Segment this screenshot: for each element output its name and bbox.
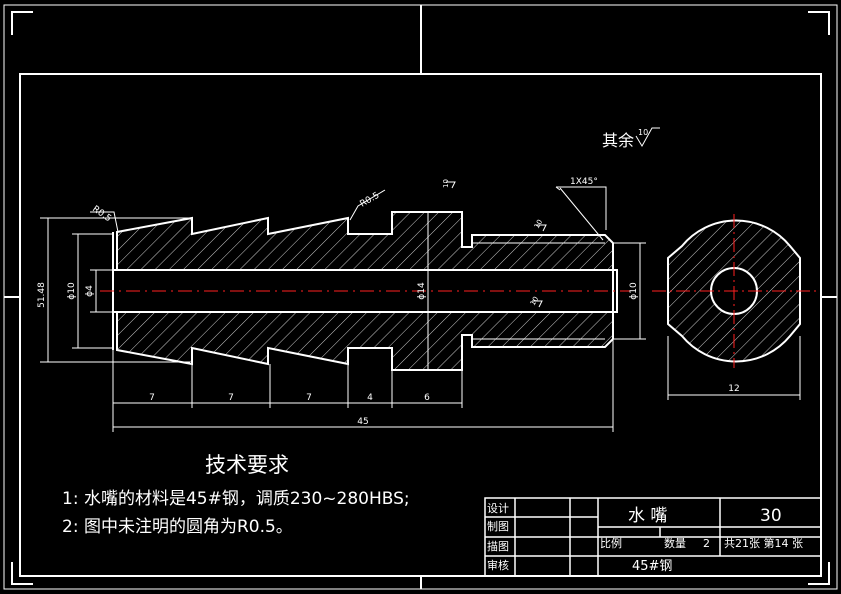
- dim-d-bore: ϕ4: [85, 285, 95, 297]
- dim-d-left-mid: ϕ10: [67, 282, 77, 300]
- roughness-symbol-icon: [635, 127, 660, 147]
- horizontal-dimensions: [112, 339, 614, 432]
- part-main-view: [112, 211, 618, 371]
- tb-design: 设计: [487, 502, 509, 515]
- dim-d-left-outer: 51.48: [37, 282, 47, 308]
- tb-tracing: 描图: [487, 539, 509, 553]
- dim-seg5: 6: [424, 393, 430, 403]
- tb-qty-value: 2: [703, 537, 710, 550]
- centering-marks: [4, 5, 837, 589]
- dim-section-width: 12: [728, 384, 739, 394]
- tb-part-name: 水 嘴: [628, 506, 667, 526]
- callout-surface-right-b: 10: [529, 295, 540, 307]
- tech-line-1: 1: 水嘴的材料是45#钢，调质230~280HBS;: [62, 489, 410, 509]
- tb-scale-label: 比例: [600, 536, 622, 550]
- tb-drafting: 制图: [487, 520, 509, 533]
- section-view: [652, 214, 816, 400]
- tb-review: 审核: [487, 558, 509, 572]
- dim-seg1: 7: [149, 393, 155, 403]
- dim-d-right: ϕ10: [629, 282, 639, 300]
- roughness-value: 10: [638, 128, 648, 137]
- roughness-note: 其余: [602, 131, 634, 150]
- dim-seg4: 4: [367, 393, 373, 403]
- lower-section-hatch: [116, 311, 614, 371]
- callout-r-left: R0.5: [90, 204, 113, 224]
- tech-line-2: 2: 图中未注明的圆角为R0.5。: [62, 517, 293, 537]
- tb-drawing-no: 30: [760, 506, 782, 526]
- tb-sheets: 共21张 第14 张: [724, 536, 803, 550]
- callout-chamfer: 1X45°: [570, 177, 598, 187]
- dim-seg2: 7: [228, 393, 234, 403]
- vertical-dimensions: [40, 212, 646, 370]
- dim-d-center: ϕ14: [417, 282, 427, 300]
- title-block: [484, 497, 822, 577]
- dim-total: 45: [357, 417, 368, 427]
- tb-qty-label: 数量: [664, 537, 686, 550]
- callout-lines: [90, 181, 607, 308]
- tb-material: 45#钢: [632, 559, 672, 574]
- callout-surface-top: 10: [442, 179, 450, 188]
- callout-surface-right-a: 10: [533, 218, 544, 230]
- tech-heading: 技术要求: [205, 453, 289, 477]
- dim-seg3: 7: [306, 393, 312, 403]
- callout-r-mid: R0.5: [359, 191, 382, 210]
